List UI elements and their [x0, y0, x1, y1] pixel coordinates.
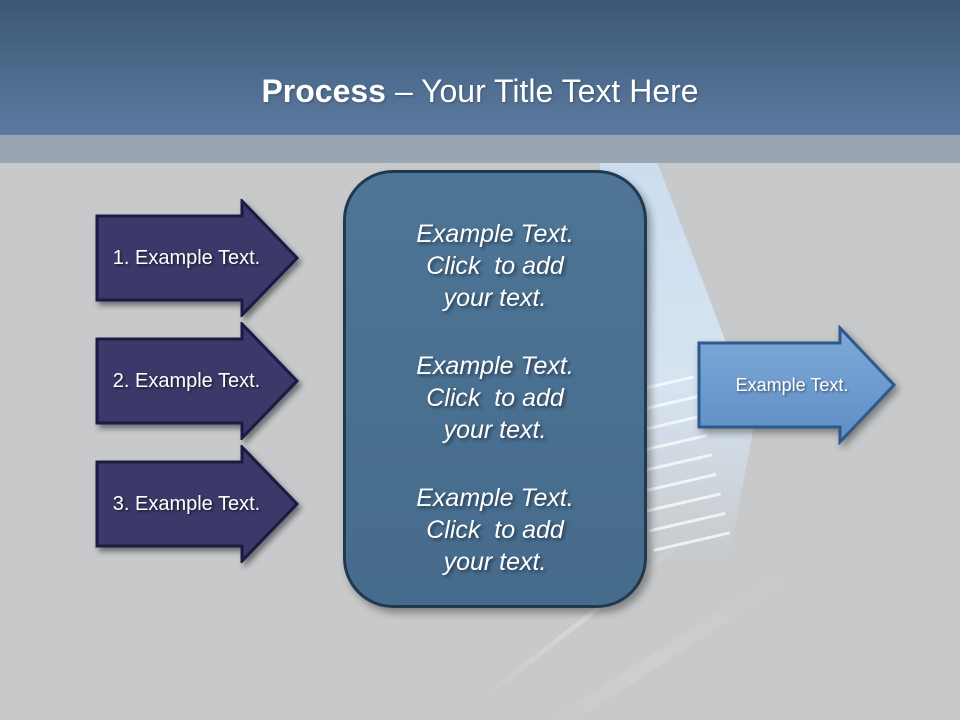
- process-arrow-2[interactable]: 2. Example Text.: [95, 322, 300, 440]
- placeholder-line: your text.: [443, 416, 547, 444]
- output-arrow-label: Example Text.: [735, 374, 849, 395]
- placeholder-text-block-3[interactable]: Example Text. Click to add your text.: [364, 482, 626, 578]
- placeholder-line: Click to add: [426, 516, 564, 544]
- arrow-right-shape: [95, 445, 300, 563]
- arrow-right-shape: [95, 199, 300, 317]
- placeholder-line: your text.: [443, 548, 547, 576]
- arrow-right-shape: [95, 322, 300, 440]
- content-panel[interactable]: Example Text. Click to add your text. Ex…: [343, 170, 647, 608]
- title-bar: Process– Your Title Text Here: [0, 0, 960, 135]
- placeholder-line: Example Text.: [416, 484, 574, 512]
- placeholder-line: Click to add: [426, 252, 564, 280]
- placeholder-line: Example Text.: [416, 220, 574, 248]
- placeholder-text-block-1[interactable]: Example Text. Click to add your text.: [364, 218, 626, 314]
- process-arrow-3[interactable]: 3. Example Text.: [95, 445, 300, 563]
- slide-title[interactable]: Process– Your Title Text Here: [261, 75, 698, 135]
- placeholder-line: your text.: [443, 284, 547, 312]
- output-arrow[interactable]: Example Text.: [697, 325, 897, 445]
- process-arrow-1[interactable]: 1. Example Text.: [95, 199, 300, 317]
- placeholder-line: Click to add: [426, 384, 564, 412]
- arrow-right-shape: [697, 325, 897, 445]
- placeholder-line: Example Text.: [416, 352, 574, 380]
- placeholder-text-block-2[interactable]: Example Text. Click to add your text.: [364, 350, 626, 446]
- process-arrow-2-label: 2. Example Text.: [112, 369, 261, 392]
- process-arrow-1-label: 1. Example Text.: [112, 246, 261, 269]
- process-arrow-3-label: 3. Example Text.: [112, 492, 261, 515]
- title-rest: – Your Title Text Here: [394, 73, 699, 109]
- title-keyword: Process: [261, 73, 386, 109]
- header-divider-band: [0, 135, 960, 163]
